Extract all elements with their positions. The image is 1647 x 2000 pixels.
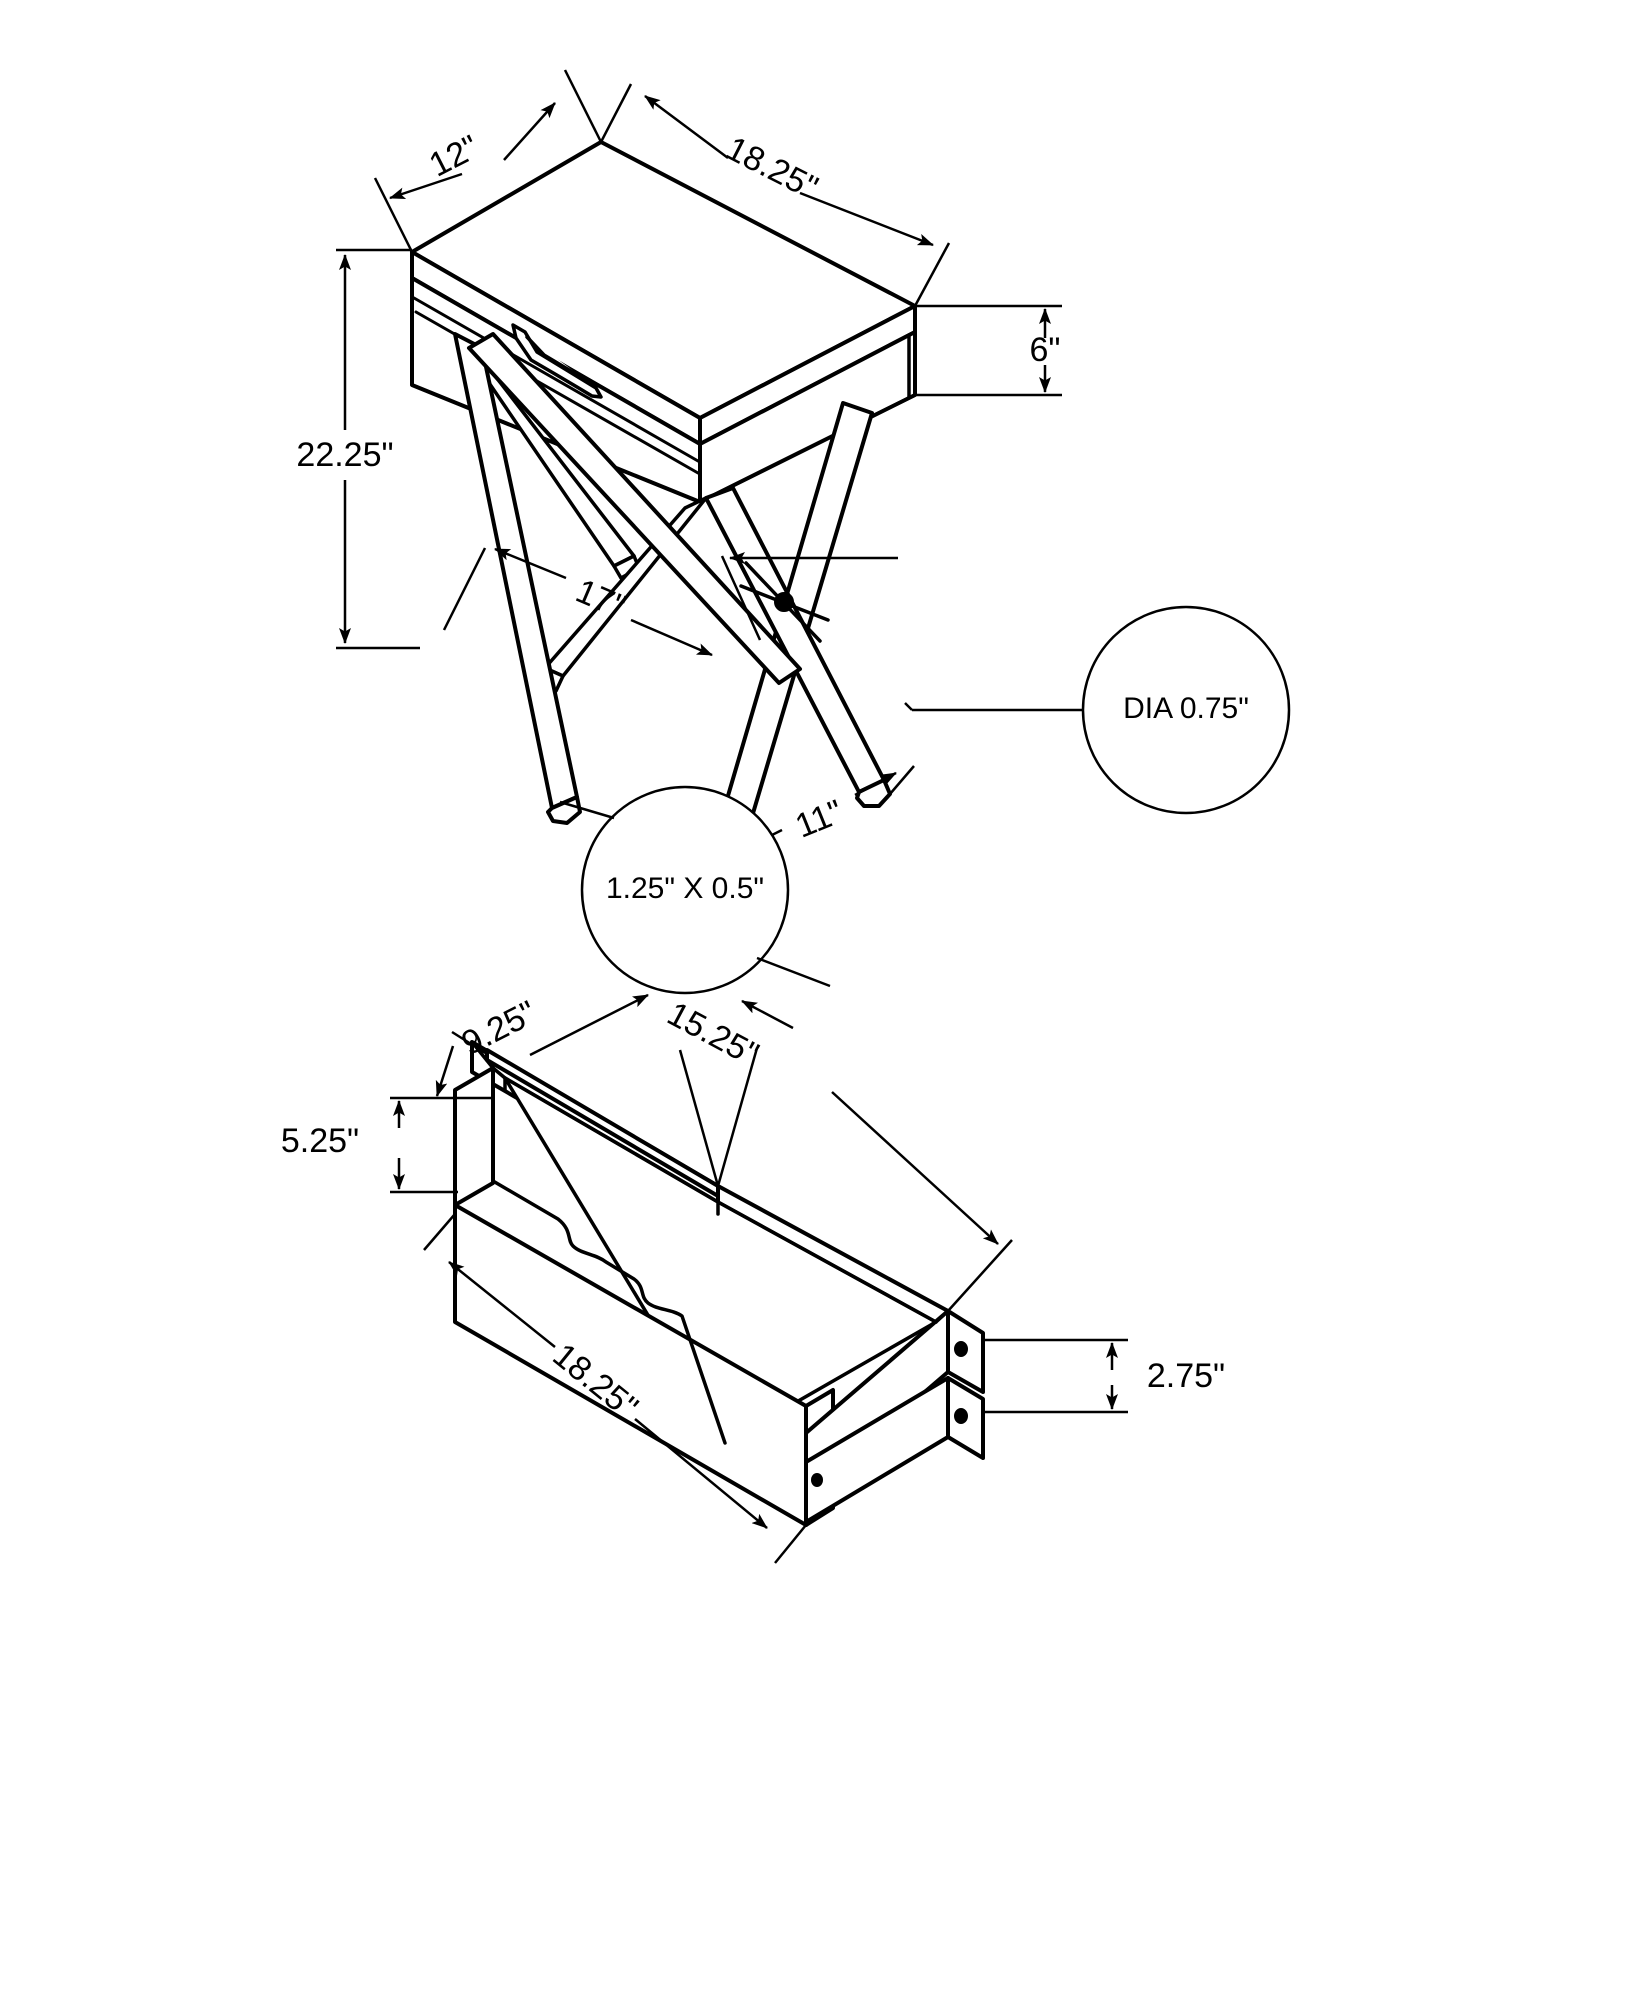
dimension-label-1525: 15.25" — [661, 995, 765, 1074]
callout-label-dia075: DIA 0.75" — [1123, 692, 1249, 725]
leg-cross-detail — [739, 561, 830, 643]
dimension-label-275: 2.75" — [1147, 1357, 1225, 1395]
table-top — [410, 140, 917, 446]
drawer-handle — [511, 323, 603, 399]
drawer-view-group: 9.25" 15.25" 5.25" — [281, 993, 1225, 1564]
dimension-525in — [390, 1096, 493, 1194]
dimension-925in — [435, 993, 720, 1187]
dimension-275in — [983, 1338, 1128, 1414]
leg-front-left — [453, 332, 582, 825]
dimension-label-6: 6" — [1030, 331, 1061, 369]
dimension-6in — [915, 304, 1062, 397]
drawer-inner-lines — [470, 1040, 950, 1324]
dimension-2225in — [336, 248, 420, 650]
drawer-screw-holes — [811, 1341, 968, 1487]
dimension-label-925: 9.25" — [456, 994, 543, 1063]
dimension-label-11: 11" — [790, 793, 848, 846]
assembly-view-group: 12" 18.25" 22.25" — [296, 69, 1291, 995]
dimension-label-525: 5.25" — [281, 1122, 359, 1160]
dimension-1525in — [716, 999, 1013, 1312]
dimension-12in — [373, 69, 603, 253]
leg-rear-left — [467, 332, 802, 685]
leg-rear-right — [704, 486, 892, 808]
drawer-left-panel — [453, 1066, 495, 1207]
dimension-label-12: 12" — [423, 128, 485, 185]
dimension-label-2225: 22.25" — [296, 436, 393, 474]
dimension-17in — [442, 547, 762, 657]
dimension-label-1825-top: 18.25" — [720, 129, 824, 207]
dimension-1825in-top — [599, 83, 951, 307]
dimension-1825in-drawer — [423, 1213, 807, 1564]
callout-label-125x05: 1.25" X 0.5" — [606, 872, 764, 905]
callout-125x05: 1.25" X 0.5" — [559, 785, 831, 995]
drawer-slide-rails — [804, 1309, 985, 1524]
callout-dia075: DIA 0.75" — [904, 605, 1291, 815]
